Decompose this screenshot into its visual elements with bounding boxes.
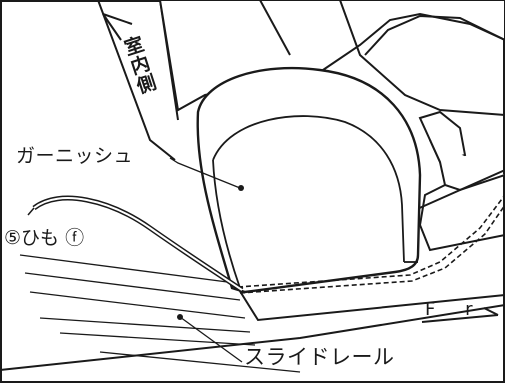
seat-bracket <box>414 110 505 252</box>
garnish-cover <box>196 66 422 294</box>
garnish-label: ガーニッシュ <box>16 145 134 167</box>
direction-label: F r <box>425 299 485 320</box>
slide-rail-label: スライドレール <box>244 345 395 369</box>
string-label: ⑤ひも ⓕ <box>4 227 85 249</box>
string-line <box>27 195 244 293</box>
garnish-leader-dot <box>238 185 244 191</box>
interior-arrow <box>102 13 133 41</box>
rail-leader-dot <box>177 314 183 320</box>
hidden-rail <box>237 194 505 294</box>
leader-lines <box>169 157 243 363</box>
direction-arrow <box>421 307 499 323</box>
slide-rail <box>0 287 505 371</box>
